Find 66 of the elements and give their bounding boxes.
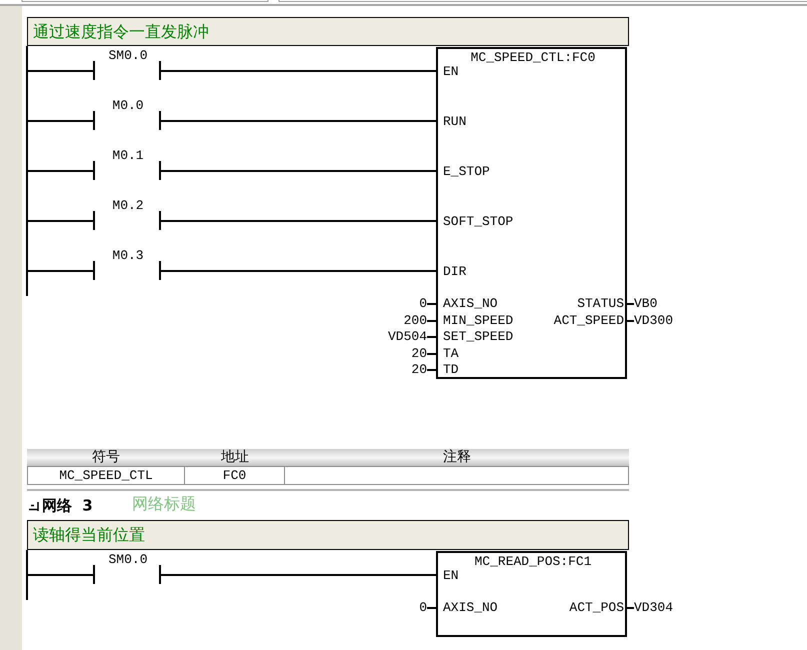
pin-label: E_STOP: [443, 165, 490, 179]
pin-label: ACT_SPEED: [554, 314, 624, 328]
function-block: [436, 551, 627, 637]
wire: [627, 320, 634, 322]
pin-label: MIN_SPEED: [443, 314, 514, 328]
network-title: 网络标题: [132, 494, 196, 514]
wire: [161, 170, 436, 172]
wire: [28, 120, 93, 122]
pin-label: STATUS: [577, 297, 624, 311]
operand-value: 0: [419, 297, 427, 311]
operand-value: 20: [411, 347, 427, 361]
wire: [427, 336, 436, 338]
wire: [161, 220, 436, 222]
table-cell: MC_SPEED_CTL: [27, 466, 185, 485]
wire: [161, 574, 436, 576]
comment-text: 读轴得当前位置: [33, 526, 145, 544]
contact-address: M0.0: [112, 99, 144, 113]
block-title: MC_SPEED_CTL:FC0: [470, 51, 596, 65]
contact-address: M0.2: [112, 199, 144, 213]
wire: [427, 303, 436, 305]
wire: [161, 270, 436, 272]
operand-value: 20: [411, 363, 427, 377]
table-cell: FC0: [185, 466, 285, 485]
wire: [28, 70, 93, 72]
contact-address: SM0.0: [108, 49, 148, 63]
comment-text: 通过速度指令一直发脉冲: [33, 22, 209, 41]
block-title: MC_READ_POS:FC1: [474, 555, 592, 569]
pin-label: EN: [443, 569, 459, 583]
wire: [161, 70, 436, 72]
pin-label: ACT_POS: [569, 601, 624, 615]
wire: [427, 353, 436, 355]
wire: [427, 369, 436, 371]
wire: [427, 607, 436, 609]
column-header: 符号: [27, 449, 185, 466]
pin-label: EN: [443, 65, 459, 79]
comment-box: [27, 520, 629, 550]
operand-value: VD300: [634, 314, 674, 328]
operand-value: VD504: [388, 330, 427, 344]
pin-label: AXIS_NO: [443, 601, 498, 615]
column-header: 注释: [285, 449, 629, 466]
contact-address: SM0.0: [108, 553, 148, 567]
pin-label: SET_SPEED: [443, 330, 514, 344]
wire: [28, 574, 93, 576]
wire: [161, 120, 436, 122]
operand-value: VB0: [634, 297, 658, 311]
operand-value: 0: [419, 601, 427, 615]
wire: [627, 303, 634, 305]
pin-label: AXIS_NO: [443, 297, 498, 311]
wire: [28, 270, 93, 272]
contact-address: M0.1: [112, 149, 144, 163]
wire: [28, 170, 93, 172]
pin-label: RUN: [443, 115, 466, 129]
pin-label: TA: [443, 347, 459, 361]
wire: [627, 607, 634, 609]
contact-address: M0.3: [112, 249, 144, 263]
operand-value: VD304: [634, 601, 674, 615]
operand-value: 200: [404, 314, 427, 328]
comment-box: [27, 17, 629, 46]
wire: [28, 220, 93, 222]
pin-label: TD: [443, 363, 459, 377]
network-heading: 网络 3: [42, 497, 93, 515]
function-block: [436, 47, 627, 379]
wire: [427, 320, 436, 322]
pin-label: DIR: [443, 265, 466, 279]
column-header: 地址: [185, 449, 285, 466]
pin-label: SOFT_STOP: [443, 215, 514, 229]
